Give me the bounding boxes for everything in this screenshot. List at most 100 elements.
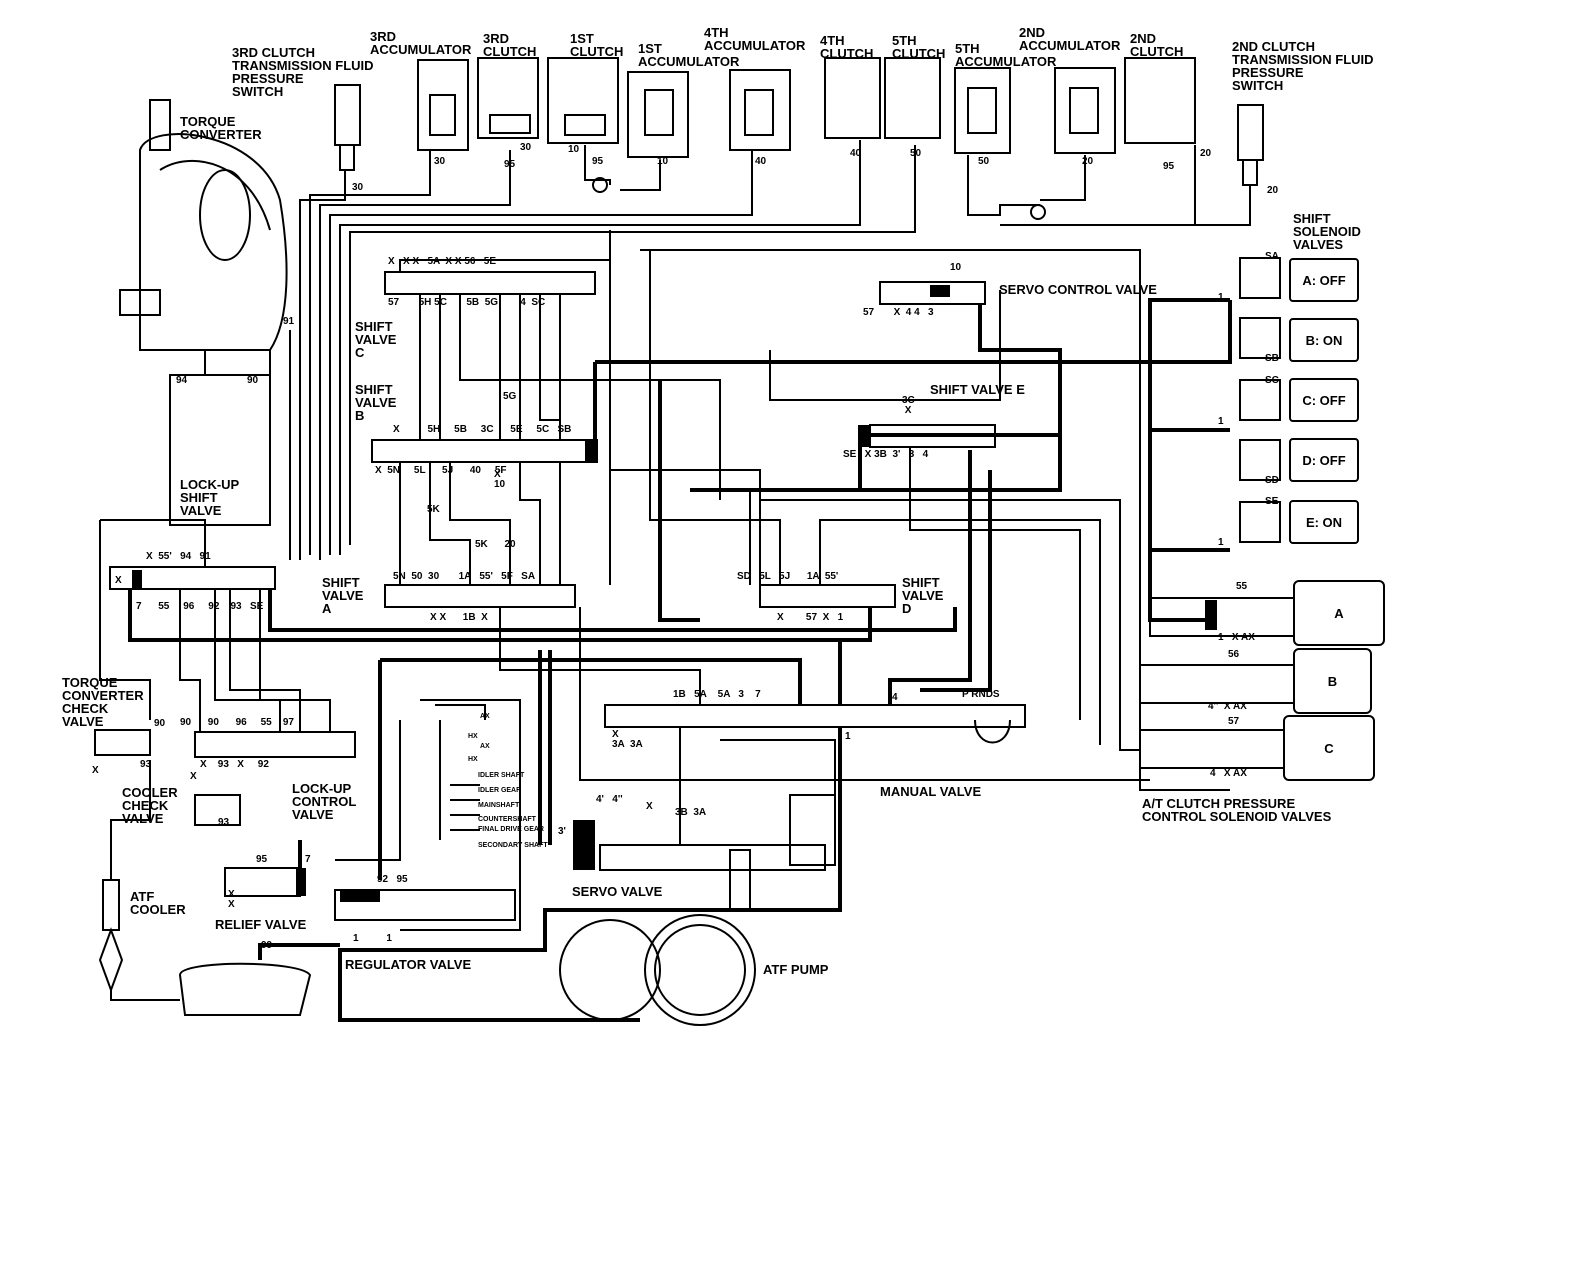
shift-valve-b-ports-bottom: X 5N 5L 5J 40 5F — [375, 465, 507, 476]
clutch-2nd — [1124, 57, 1196, 144]
shift-valve-c-ports-top: X X X 5A X X 56 5E — [388, 256, 497, 267]
circuit-40b: 40 — [850, 148, 862, 159]
solenoid-feed-1a: 1 — [1218, 292, 1224, 303]
servo-valve-x: X — [646, 801, 653, 812]
solenoid-e-port: SE — [1265, 496, 1279, 507]
label-shift-valve-d: SHIFT VALVE D — [902, 575, 944, 616]
accumulator-5th — [954, 67, 1011, 154]
shift-valve-d-body — [759, 584, 896, 608]
relief-7: 7 — [305, 854, 311, 865]
pressure-solenoid-c: C — [1283, 715, 1375, 781]
manual-valve-body — [604, 704, 1026, 744]
circuit-95a: 95 — [504, 159, 516, 170]
label-torque-converter: TORQUE CONVERTER — [180, 114, 262, 142]
pressure-solenoid-a: A — [1293, 580, 1385, 646]
servo-valve-3prime: 3' — [558, 826, 566, 837]
circuit-30c: 30 — [520, 142, 532, 153]
label-shift-valve-e: SHIFT VALVE E — [930, 382, 1025, 397]
label-regulator-valve: REGULATOR VALVE — [345, 957, 472, 972]
pressure-solenoid-c-port: 57 — [1228, 716, 1240, 727]
label-4th-accumulator: 4TH ACCUMULATOR — [704, 25, 806, 53]
regulator-92-95: 92 95 — [377, 874, 408, 885]
servo-valve-ports-4: 4' 4'' — [596, 794, 623, 805]
servo-control-valve-body — [879, 281, 986, 305]
solenoid-feed-1b: 1 — [1218, 416, 1224, 427]
circuit-90: 90 — [247, 375, 259, 386]
clutch-1st — [547, 57, 619, 144]
shift-valve-c-ports-bottom: 57 5H 5C 5B 5G 4 SC — [388, 297, 546, 308]
shaft-label-2: HX — [468, 733, 478, 740]
pressure-solenoid-c-bottom: 4 X AX — [1210, 768, 1247, 779]
manual-valve-positions: P RNDS — [962, 689, 1000, 700]
solenoid-b-state: B: ON — [1289, 318, 1359, 362]
label-4th-clutch: 4TH CLUTCH — [820, 33, 874, 61]
label-servo-control-valve: SERVO CONTROL VALVE — [999, 282, 1157, 297]
clutch-5th — [884, 57, 941, 139]
tc-check-93: 93 — [140, 759, 152, 770]
shaft-label-7: MAINSHAFT — [478, 802, 520, 809]
shift-valve-e-ports-bottom: SE X 3B 3' 3 4 — [843, 449, 929, 460]
shaft-label-5: IDLER SHAFT — [478, 772, 525, 779]
label-relief-valve: RELIEF VALVE — [215, 917, 307, 932]
circuit-40a: 40 — [755, 156, 767, 167]
tc-check-x: X — [92, 765, 99, 776]
solenoid-c-state: C: OFF — [1289, 378, 1359, 422]
shaft-label-3: AX — [480, 743, 490, 750]
shaft-label-4: HX — [468, 756, 478, 763]
manual-valve-port-1: 1 — [845, 731, 851, 742]
servo-control-10: 10 — [950, 262, 962, 273]
label-cooler-check-valve: COOLER CHECK VALVE — [122, 785, 178, 826]
shaft-label-9: FINAL DRIVE GEAR — [478, 826, 544, 833]
shift-valve-d-ports-top: SD 5L 5J 1A 55' — [737, 571, 839, 582]
label-shift-valve-a: SHIFT VALVE A — [322, 575, 364, 616]
label-lockup-shift-valve: LOCK-UP SHIFT VALVE — [180, 477, 240, 518]
label-2nd-clutch-pressure-switch: 2ND CLUTCH TRANSMISSION FLUID PRESSURE S… — [1232, 39, 1374, 93]
shift-valve-a-5k: 5K 20 — [475, 539, 516, 550]
solenoid-d-port: SD — [1265, 475, 1279, 486]
label-2nd-clutch: 2ND CLUTCH — [1130, 31, 1184, 59]
circuit-5k: 5K — [427, 504, 440, 515]
circuit-10b: 10 — [657, 156, 669, 167]
pressure-switch-3rd — [334, 84, 361, 171]
shift-valve-c-body — [384, 271, 596, 295]
circuit-20a: 20 — [1082, 156, 1094, 167]
accumulator-3rd — [417, 59, 469, 151]
solenoid-b-port: SB — [1265, 353, 1279, 364]
circuit-20c: 20 — [1267, 185, 1279, 196]
accumulator-2nd — [1054, 67, 1116, 154]
label-2nd-accumulator: 2ND ACCUMULATOR — [1019, 25, 1121, 53]
lockup-control-ports-top: 90 90 96 55 97 — [180, 717, 294, 728]
torque-converter-body — [119, 99, 288, 351]
circuit-20b: 20 — [1200, 148, 1212, 159]
circuit-50a: 50 — [910, 148, 922, 159]
label-shift-solenoid-valves: SHIFT SOLENOID VALVES — [1293, 211, 1361, 252]
label-3rd-accumulator: 3RD ACCUMULATOR — [370, 29, 472, 57]
circuit-5g: 5G — [503, 391, 517, 402]
label-atf-pump: ATF PUMP — [763, 962, 829, 977]
solenoid-c-port: SC — [1265, 375, 1279, 386]
shift-valve-b-ports-top: X 5H 5B 3C 5E 5C SB — [393, 424, 572, 435]
pressure-solenoid-b-bottom: 4'' X AX — [1208, 701, 1247, 712]
servo-valve-3b: 3B 3A — [675, 807, 707, 818]
manual-valve-port-4: 4 — [892, 692, 898, 703]
pressure-solenoid-b-port: 56 — [1228, 649, 1240, 660]
manual-valve-ports-top: 1B 5A 5A 3 7 — [673, 689, 761, 700]
label-lockup-control-valve: LOCK-UP CONTROL VALVE — [292, 781, 357, 822]
relief-x: X X — [228, 889, 235, 910]
shaft-label-1: AX — [480, 713, 490, 720]
label-5th-clutch: 5TH CLUTCH — [892, 33, 946, 61]
shift-valve-b-x10: X 10 — [494, 469, 506, 490]
accumulator-1st — [627, 71, 689, 158]
shift-valve-a-body — [384, 584, 576, 608]
label-manual-valve: MANUAL VALVE — [880, 784, 982, 799]
shaft-label-10: SECONDARY SHAFT — [478, 842, 548, 849]
atf-pump-gears — [559, 914, 756, 1026]
solenoid-a-state: A: OFF — [1289, 258, 1359, 302]
lockup-valve-ports-bottom: 7 55 96 92 93 SE — [136, 601, 264, 612]
shaft-label-8: COUNTERSHAFT — [478, 816, 536, 823]
circuit-99: 99 — [261, 940, 273, 951]
circuit-95b: 95 — [592, 156, 604, 167]
tc-check-90: 90 — [154, 718, 166, 729]
accumulator-4th — [729, 69, 791, 151]
